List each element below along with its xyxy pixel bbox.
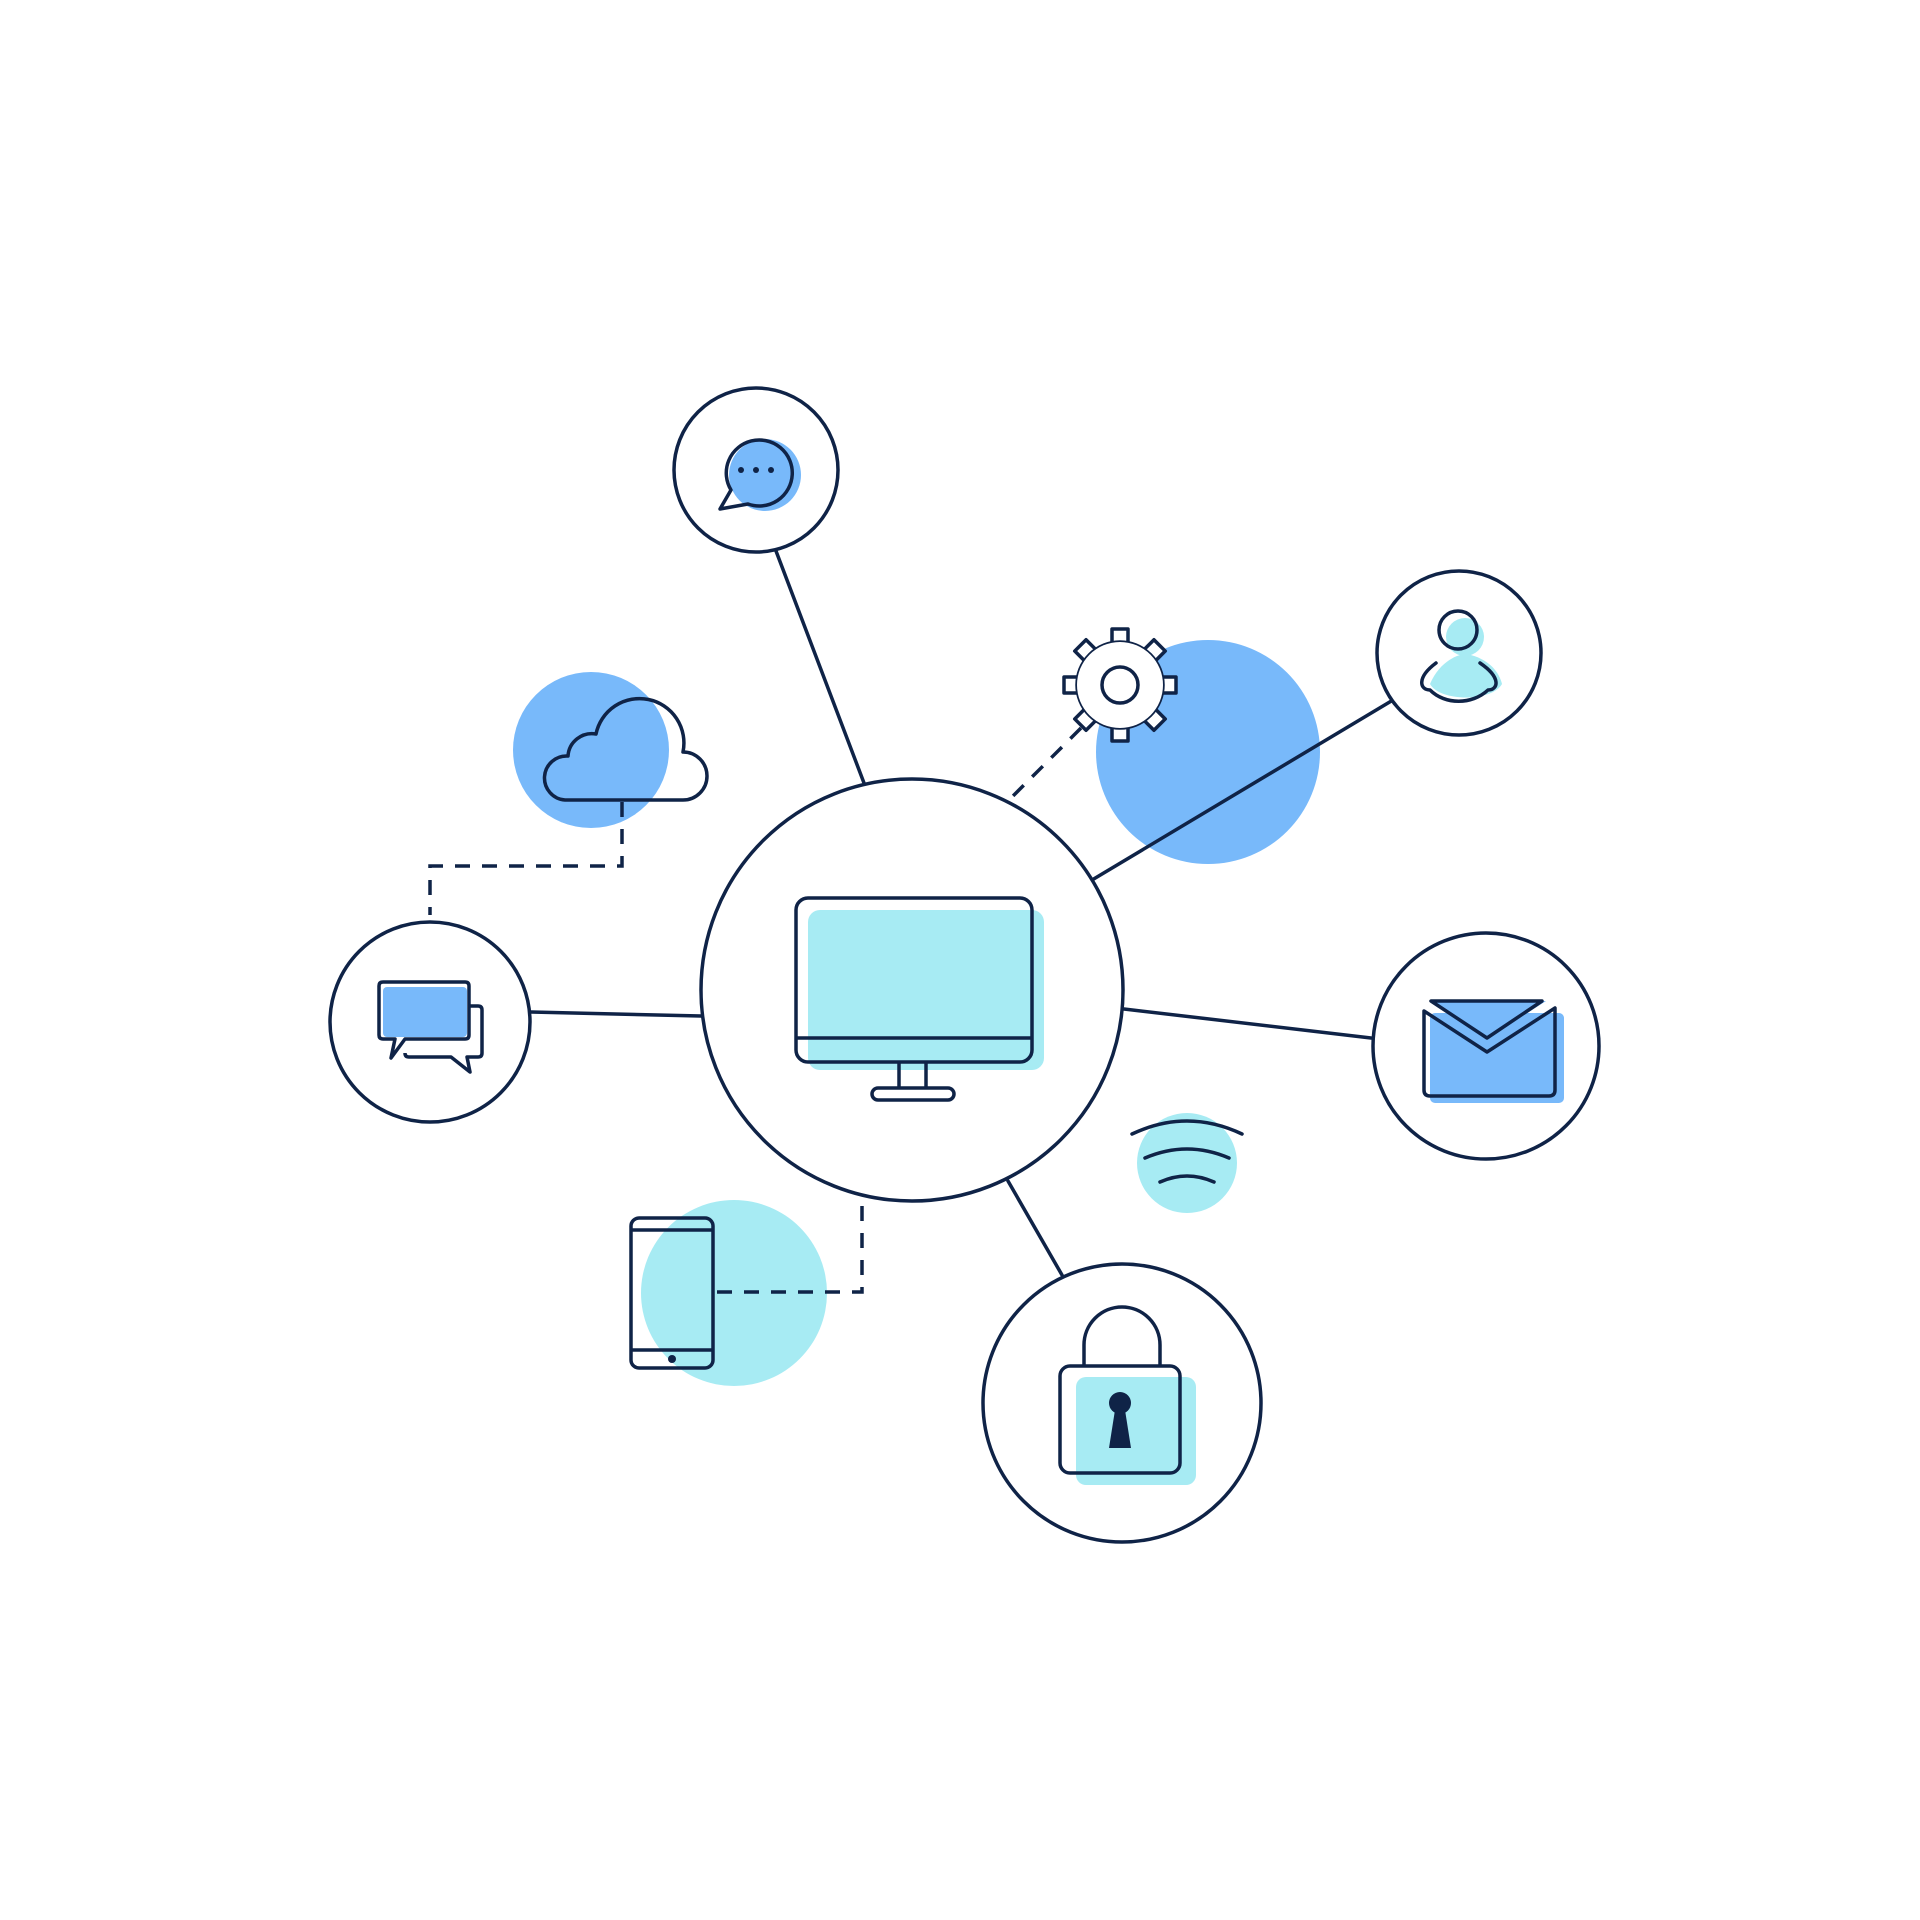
cloud-icon xyxy=(542,696,709,802)
wifi-icon xyxy=(1130,1119,1244,1184)
gear-icon xyxy=(1062,627,1178,743)
connector-cloud xyxy=(428,802,624,915)
envelope-icon xyxy=(1422,999,1564,1103)
blob-cloud xyxy=(513,672,669,828)
blob-wifi xyxy=(1137,1113,1237,1213)
user-icon xyxy=(1420,609,1502,703)
connector-lock xyxy=(1006,1179,1064,1277)
smartphone-icon xyxy=(629,1216,715,1370)
connector-user xyxy=(1090,698,1395,882)
connector-messages xyxy=(529,1010,703,1018)
connector-phone xyxy=(717,1198,864,1294)
padlock-icon xyxy=(1058,1305,1196,1485)
connector-mail xyxy=(1122,1007,1373,1040)
chat-bubble-icon xyxy=(718,438,801,511)
blob-phone xyxy=(641,1200,827,1386)
solid-connectors xyxy=(529,549,1395,1277)
connector-chat xyxy=(774,549,866,785)
connector-settings xyxy=(1007,726,1083,802)
message-bubbles-icon xyxy=(377,980,484,1074)
dashed-connectors xyxy=(428,726,1083,1294)
monitor-icon xyxy=(794,896,1044,1102)
